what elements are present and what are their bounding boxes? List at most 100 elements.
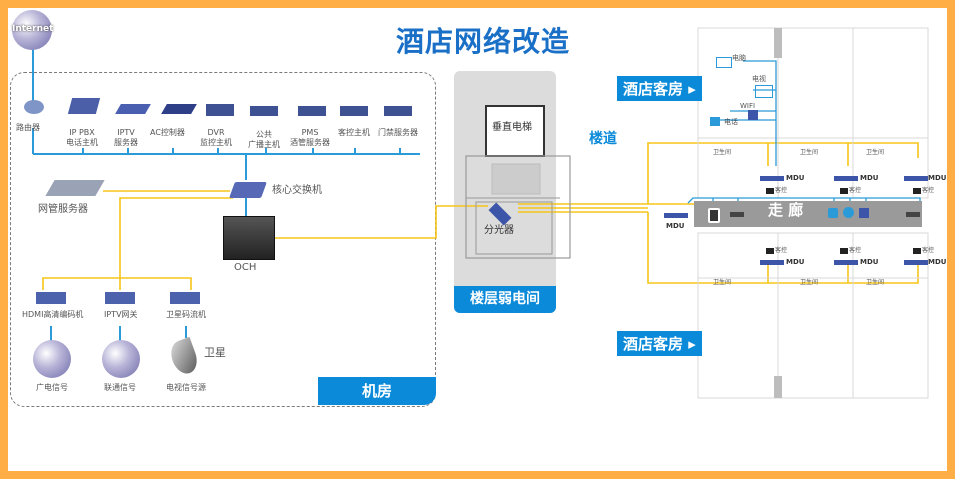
mdu-icon <box>904 176 928 181</box>
corridor-label: 楼道 <box>589 131 617 147</box>
tv-source-label: 电视信号源 <box>166 383 206 392</box>
lower-room-fiber <box>647 212 919 284</box>
pms-server-icon <box>298 106 326 116</box>
bathroom-label: 卫生间 <box>800 149 819 156</box>
hallway-label: 走 廊 <box>768 201 804 219</box>
iptv-gateway-icon <box>105 292 135 304</box>
room-control-icon <box>840 248 848 254</box>
mdu-icon <box>664 213 688 218</box>
speaker-icon <box>843 207 854 218</box>
room-control-icon <box>766 188 774 194</box>
upper-room-fiber <box>647 142 919 204</box>
mdu-icon <box>760 260 784 265</box>
room-control-icon <box>913 188 921 194</box>
computer-icon <box>716 57 732 68</box>
room-control-label: 客控 <box>775 187 788 194</box>
satellite-streamer-label: 卫星码流机 <box>166 310 206 319</box>
och-to-splitter <box>272 205 488 239</box>
room-control-label: 客控 <box>775 247 788 254</box>
mdu-icon <box>834 176 858 181</box>
wifi-ap-icon <box>748 110 758 120</box>
iptv-server-icon <box>115 104 151 114</box>
arrow-right-icon: ▸ <box>683 80 696 98</box>
bathroom-label: 卫生间 <box>866 279 885 286</box>
guest-room-label-upper: 酒店客房 ▸ <box>617 76 702 101</box>
room-control-host-label: 客控主机 <box>338 128 370 137</box>
broadcast-globe-icon <box>33 340 71 378</box>
machine-room-label: 机房 <box>318 377 436 405</box>
ac-controller-icon <box>161 104 197 114</box>
hdmi-encoder-label: HDMI高清编码机 <box>22 310 84 319</box>
broadcast-host-icon <box>250 106 278 116</box>
och-label: OCH <box>234 262 257 273</box>
room-control-host-icon <box>340 106 368 116</box>
room-control-icon <box>766 248 774 254</box>
camera-icon <box>730 212 744 217</box>
broadcast-signal-label: 广电信号 <box>36 383 68 392</box>
och-chassis-icon <box>223 216 275 260</box>
mdu-label: MDU <box>928 174 947 182</box>
ip-pbx-icon <box>67 98 101 114</box>
room-control-label: 客控 <box>922 247 935 254</box>
encoder-bus <box>42 277 192 290</box>
nms-server-icon <box>45 180 105 196</box>
dvr-icon <box>206 104 234 116</box>
mdu-label: MDU <box>786 174 805 182</box>
mdu-label: MDU <box>860 258 879 266</box>
arrow-right-icon: ▸ <box>683 335 696 353</box>
mdu-label: MDU <box>928 258 947 266</box>
guest-room-label-lower: 酒店客房 ▸ <box>617 331 702 356</box>
tv-label: 电视 <box>752 75 766 83</box>
room-control-icon <box>840 188 848 194</box>
room-control-icon <box>913 248 921 254</box>
page-title: 酒店网络改造 <box>396 25 571 58</box>
bathroom-label: 卫生间 <box>800 279 819 286</box>
room-control-label: 客控 <box>849 187 862 194</box>
ac-controller-label: AC控制器 <box>150 128 185 137</box>
mdu-icon <box>834 260 858 265</box>
unicom-signal-label: 联通信号 <box>104 383 136 392</box>
access-control-server-label: 门禁服务器 <box>378 128 418 137</box>
internet-globe-icon <box>12 10 52 50</box>
computer-label: 电脑 <box>732 54 746 62</box>
mdu-label: MDU <box>666 222 685 230</box>
mdu-label: MDU <box>786 258 805 266</box>
splitter-label: 分光器 <box>484 225 514 236</box>
bathroom-label: 卫生间 <box>713 279 732 286</box>
elevator-label: 垂直电梯 <box>492 122 532 133</box>
wifi-ap-icon <box>859 208 869 218</box>
core-switch-label: 核心交换机 <box>272 185 322 196</box>
connection-lines <box>32 27 929 399</box>
broadcast-host-label: 公共广播主机 <box>248 130 280 149</box>
core-switch-icon <box>229 182 267 198</box>
mdu-icon <box>760 176 784 181</box>
wifi-label: WIFI <box>740 102 756 110</box>
room-control-label: 客控 <box>849 247 862 254</box>
room-control-label: 客控 <box>922 187 935 194</box>
router-label: 路由器 <box>16 123 40 132</box>
hallway-bar <box>694 201 922 227</box>
machine-room-boundary <box>10 72 436 407</box>
iptv-gateway-label: IPTV网关 <box>104 310 138 319</box>
camera-icon <box>906 212 920 217</box>
internet-globe-label: Internet <box>12 24 54 34</box>
mdu-label: MDU <box>860 174 879 182</box>
core-to-encoders <box>119 197 233 278</box>
floor-closet-label: 楼层弱电间 <box>454 286 556 313</box>
access-control-server-icon <box>384 106 412 116</box>
bathroom-label: 卫生间 <box>866 149 885 156</box>
router-icon <box>24 100 44 114</box>
nms-server-label: 网管服务器 <box>38 204 88 215</box>
phone-label: 电话 <box>724 118 738 126</box>
hdmi-encoder-icon <box>36 292 66 304</box>
diagram-canvas: 酒店网络改造 机房 楼层弱电间 <box>8 8 947 471</box>
unicom-globe-icon <box>102 340 140 378</box>
bathroom-label: 卫生间 <box>713 149 732 156</box>
satellite-streamer-icon <box>170 292 200 304</box>
tv-icon <box>755 85 773 98</box>
satellite-label: 卫星 <box>204 346 226 359</box>
phone-icon <box>710 117 720 126</box>
